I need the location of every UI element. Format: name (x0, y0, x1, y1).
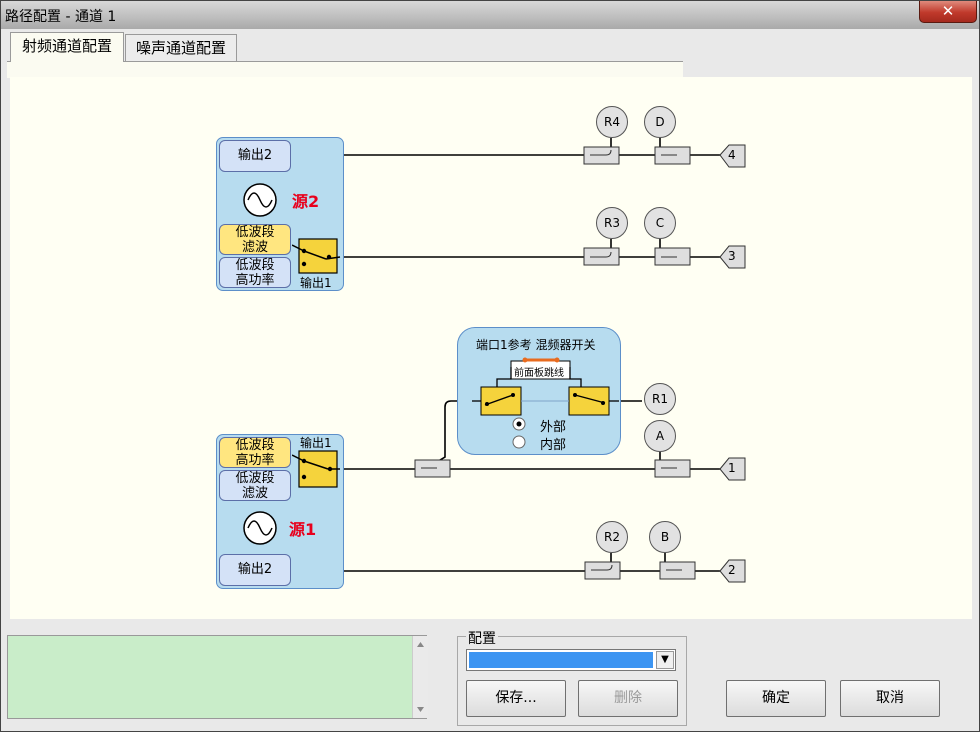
mixer-switch-title: 端口1参考 混频器开关 (476, 338, 596, 352)
source-2-lowband-filter[interactable]: 低波段 滤波 (219, 224, 291, 255)
source-1-output-2[interactable]: 输出2 (219, 554, 291, 586)
source-1-output-1-label: 输出1 (300, 436, 332, 450)
port-1-connector (719, 457, 746, 481)
receiver-r1: R1 (644, 383, 676, 415)
config-select-value (469, 652, 653, 668)
save-button[interactable]: 保存... (466, 680, 566, 717)
config-group-label: 配置 (466, 628, 498, 648)
title-bar[interactable]: 路径配置 - 通道 1 ✕ (1, 1, 979, 29)
source-1-switch-icon[interactable] (292, 449, 342, 489)
source-1-lowband-filter[interactable]: 低波段 滤波 (219, 470, 291, 501)
port-4-connector (719, 144, 746, 168)
source-2-label: 源2 (292, 192, 320, 211)
source-1-label: 源1 (289, 520, 317, 539)
source-2-switch-icon[interactable] (292, 237, 342, 275)
port-2-label: 2 (728, 563, 736, 577)
mixer-switch-wiring (472, 357, 619, 416)
config-select[interactable]: ▼ (466, 649, 676, 671)
source-2-output-2[interactable]: 输出2 (219, 140, 291, 172)
status-area (7, 635, 428, 719)
front-jumper-label: 前面板跳线 (514, 368, 564, 379)
source-1-sine-icon (243, 511, 277, 545)
port-3-connector (719, 245, 746, 269)
receiver-d: D (644, 106, 676, 138)
port-3-label: 3 (728, 249, 736, 263)
source-1-lowband-highpower[interactable]: 低波段 高功率 (219, 437, 291, 468)
tab-noise-path[interactable]: 噪声通道配置 (125, 34, 237, 62)
source-2-sine-icon (243, 183, 277, 217)
close-icon: ✕ (941, 2, 955, 20)
port-4-label: 4 (728, 148, 736, 162)
status-scrollbar[interactable] (412, 636, 428, 718)
source-2-output-1-label: 输出1 (300, 276, 332, 290)
port-2-connector (719, 559, 746, 583)
radio-internal[interactable] (512, 435, 526, 449)
ok-button[interactable]: 确定 (726, 680, 826, 717)
close-button[interactable]: ✕ (919, 1, 977, 23)
receiver-b: B (649, 521, 681, 553)
delete-button[interactable]: 删除 (578, 680, 678, 717)
path-diagram: 输出2 源2 低波段 滤波 低波段 高功率 输出1 低波段 高功率 低波段 滤波… (10, 77, 972, 619)
tab-panel-top (7, 61, 683, 78)
receiver-a: A (644, 420, 676, 452)
receiver-r3: R3 (596, 207, 628, 239)
receiver-c: C (644, 207, 676, 239)
path-wiring (290, 138, 746, 583)
cancel-button[interactable]: 取消 (840, 680, 940, 717)
chevron-down-icon[interactable]: ▼ (656, 651, 674, 669)
mixer-radio-group (512, 417, 526, 449)
radio-internal-label: 内部 (540, 438, 567, 453)
source-2-lowband-highpower[interactable]: 低波段 高功率 (219, 257, 291, 288)
window-title: 路径配置 - 通道 1 (5, 9, 117, 25)
radio-external-label: 外部 (540, 420, 567, 435)
scroll-arrows-icon (417, 642, 424, 712)
config-group: 配置 (457, 628, 687, 726)
receiver-r2: R2 (596, 521, 628, 553)
receiver-r4: R4 (596, 106, 628, 138)
tab-rf-path[interactable]: 射频通道配置 (10, 32, 124, 62)
port-1-label: 1 (728, 461, 736, 475)
